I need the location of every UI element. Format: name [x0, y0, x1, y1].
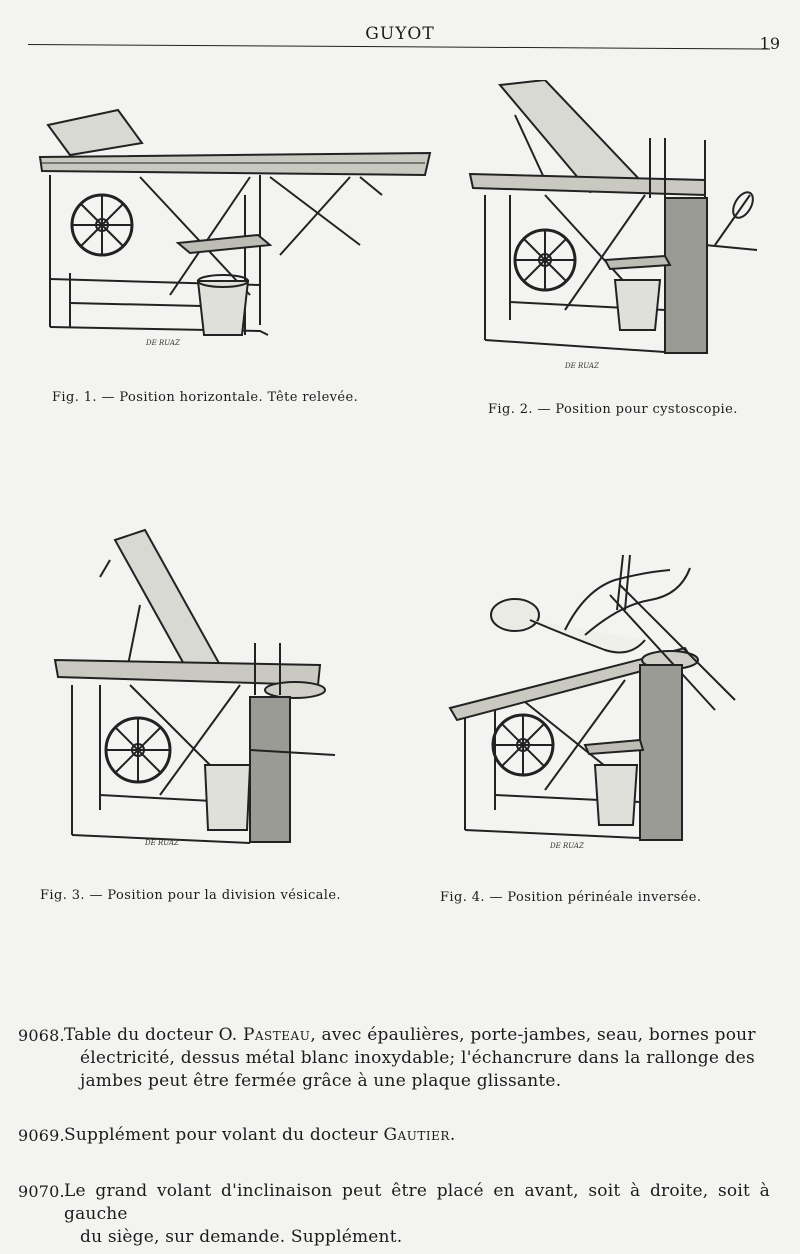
header-rule	[27, 44, 770, 50]
figure-1-caption: Fig. 1. — Position horizontale. Tête rel…	[52, 390, 359, 405]
operating-table-perineal-icon: DE RUAZ	[448, 554, 736, 850]
operating-table-horizontal-icon: DE RUAZ	[38, 108, 432, 347]
figure-4-caption: Fig. 4. — Position périnéale inversée.	[440, 890, 702, 905]
entry-number: 9070.	[18, 1182, 65, 1201]
figure-3-caption: Fig. 3. — Position pour la division vési…	[40, 888, 341, 903]
entry-text: .	[449, 1125, 456, 1145]
engraver-signature: DE RUAZ	[145, 339, 180, 347]
figure-4-illustration: DE RUAZ	[445, 540, 755, 860]
figure-2-illustration: DE RUAZ	[465, 80, 765, 380]
figure-3-illustration: DE RUAZ	[50, 525, 350, 855]
engraver-signature: DE RUAZ	[564, 362, 599, 370]
catalogue-entry-9068: 9068. Table du docteur O. Pasteau, avec …	[18, 1024, 770, 1093]
operating-table-cystoscopy-icon: DE RUAZ	[468, 80, 758, 370]
entry-number: 9069.	[18, 1126, 65, 1145]
page-number: 19	[759, 34, 780, 53]
engraver-signature: DE RUAZ	[144, 839, 179, 847]
catalogue-entry-9070: 9070. Le grand volant d'inclinaison peut…	[18, 1180, 770, 1249]
entry-text: , avec épaulières, porte-jambes, seau, b…	[310, 1025, 756, 1045]
entry-text: jambes peut être fermée grâce à une plaq…	[80, 1071, 562, 1091]
engraver-signature: DE RUAZ	[549, 842, 584, 850]
doctor-name: Gautier	[383, 1125, 450, 1145]
entry-text: électricité, dessus métal blanc inoxydab…	[80, 1048, 755, 1068]
entry-text: Table du docteur O.	[64, 1025, 243, 1045]
figure-2-caption: Fig. 2. — Position pour cystoscopie.	[488, 402, 738, 417]
doctor-name: Pasteau	[242, 1025, 311, 1045]
catalogue-entry-9069: 9069. Supplément pour volant du docteur …	[18, 1124, 770, 1147]
entry-description: Table du docteur O. Pasteau, avec épauli…	[64, 1024, 770, 1093]
operating-table-vesical-icon: DE RUAZ	[53, 528, 336, 847]
entry-text: Supplément pour volant du docteur	[64, 1125, 384, 1145]
running-header-title: GUYOT	[365, 24, 435, 44]
entry-text: Le grand volant d'inclinaison peut être …	[64, 1181, 770, 1224]
entry-text: du siège, sur demande. Supplément.	[80, 1227, 403, 1247]
figure-1-illustration: DE RUAZ	[30, 95, 440, 365]
entry-description: Le grand volant d'inclinaison peut être …	[64, 1180, 770, 1249]
entry-description: Supplément pour volant du docteur Gautie…	[64, 1124, 770, 1147]
entry-number: 9068.	[18, 1026, 65, 1045]
